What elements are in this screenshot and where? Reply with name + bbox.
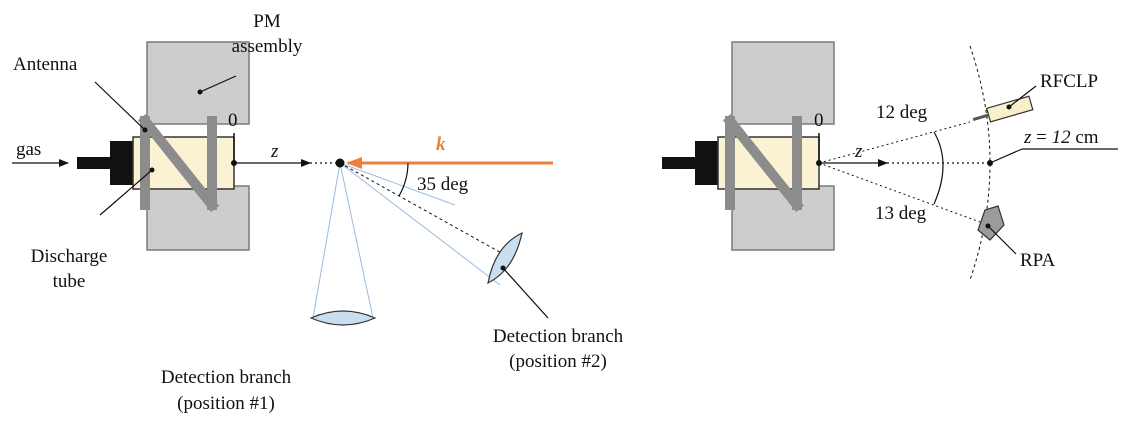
- antenna-leader: [94, 81, 146, 131]
- pm-leader: [199, 75, 237, 93]
- pm-magnet-top-right: [731, 41, 835, 125]
- gas-inlet-pipe-right: [662, 157, 698, 169]
- angle-arc-35: [398, 162, 409, 197]
- focal-point: [335, 158, 345, 168]
- pm-label-line1: PM: [253, 11, 281, 32]
- tube-end-cap-right: [695, 141, 719, 185]
- tube-label-line2: tube: [53, 271, 86, 292]
- ray-to-rpa: [818, 162, 981, 223]
- det1-label-line1: Detection branch: [161, 367, 292, 388]
- tube-label-line1: Discharge: [31, 246, 108, 267]
- gas-label: gas: [16, 139, 41, 160]
- right-zero-label: 0: [814, 110, 824, 131]
- pm-magnet-top: [146, 41, 250, 125]
- rpa-leader: [987, 225, 1017, 255]
- antenna-shape: [137, 113, 220, 213]
- left-z-label: z: [270, 141, 279, 162]
- zpos-symbol: z: [1023, 127, 1032, 148]
- left-setup: PM assembly Antenna 0 gas z k 35 deg Dis…: [12, 11, 624, 414]
- lens-position-2: [487, 231, 523, 285]
- branch2-axis: [339, 162, 506, 256]
- antenna-shape-right: [722, 113, 805, 213]
- zpos-equals: =: [1031, 127, 1051, 148]
- ray-to-rfclp: [818, 121, 971, 164]
- angle-12-label: 12 deg: [876, 102, 928, 123]
- rpa-label: RPA: [1020, 250, 1055, 271]
- rfclp-label: RFCLP: [1040, 71, 1098, 92]
- k-label: k: [436, 134, 446, 155]
- pm-leader-dot: [197, 89, 203, 95]
- lens-position-1: [309, 310, 377, 326]
- pm-magnet-bottom: [146, 185, 250, 251]
- cone1-line-b: [339, 162, 374, 319]
- right-z-label: z: [854, 141, 863, 162]
- gas-inlet-pipe: [77, 157, 113, 169]
- cone2-line-b: [339, 162, 501, 286]
- distance-arc: [969, 45, 991, 281]
- cone1-line-a: [312, 162, 341, 319]
- tube-leader: [99, 169, 153, 216]
- zpos-leader: [989, 148, 1023, 164]
- zpos-unit: cm: [1071, 127, 1099, 148]
- cone2-line-a: [339, 162, 456, 206]
- angle-arc-right: [933, 131, 944, 205]
- angle-13-label: 13 deg: [875, 203, 927, 224]
- zpos-value: 12: [1052, 127, 1072, 148]
- antenna-leader-dot: [142, 127, 148, 133]
- det2-leader: [502, 267, 549, 319]
- left-zero-label: 0: [228, 110, 238, 131]
- rfclp-probe: [972, 95, 1034, 123]
- det2-label-line2: (position #2): [509, 351, 607, 372]
- tube-leader-dot: [149, 167, 155, 173]
- zpos-label: z = 12 cm: [1023, 127, 1099, 148]
- angle-35-label: 35 deg: [417, 174, 469, 195]
- pm-label-line2: assembly: [232, 36, 303, 57]
- antenna-label: Antenna: [13, 54, 78, 75]
- det1-label-line2: (position #1): [177, 393, 275, 414]
- det2-label-line1: Detection branch: [493, 326, 624, 347]
- rfclp-leader: [1008, 85, 1037, 108]
- rfclp-probe-tip: [972, 113, 989, 121]
- right-setup: RFCLP 0 12 deg z z = 12 cm 13 deg RPA: [662, 41, 1118, 281]
- det2-leader-dot: [500, 265, 506, 271]
- tube-end-cap: [110, 141, 134, 185]
- rpa-probe: [977, 205, 1005, 241]
- pm-magnet-bottom-right: [731, 185, 835, 251]
